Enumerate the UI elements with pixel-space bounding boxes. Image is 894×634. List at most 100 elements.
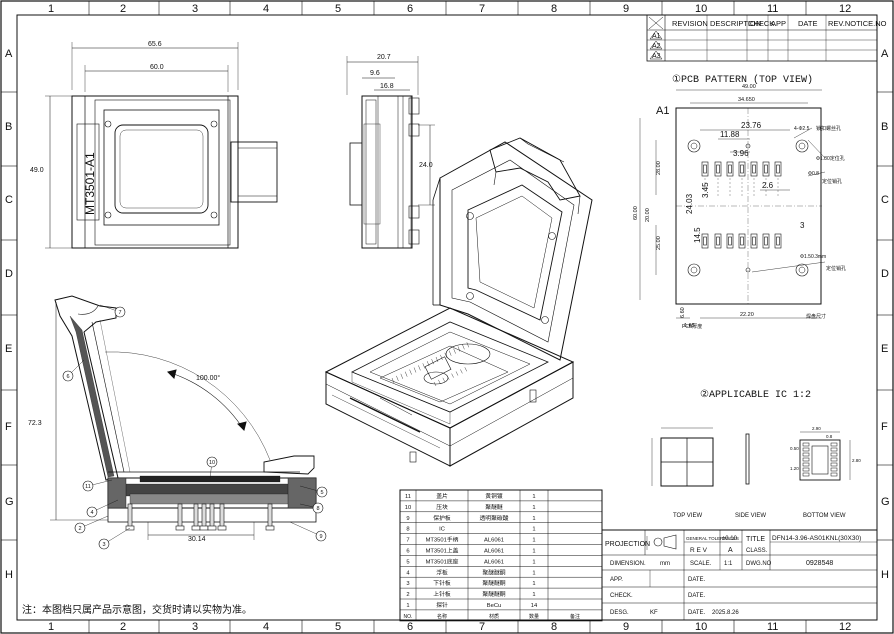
- ic-pad-right: [830, 462, 838, 467]
- bom-cell: 1: [532, 581, 535, 587]
- tb-tolerance: GENERAL TOLERANCES: [686, 536, 739, 541]
- bom-cell: AL6061: [484, 549, 504, 555]
- row-label-right: C: [881, 194, 889, 206]
- bom-cell: 9: [406, 516, 409, 522]
- balloon-number: 10: [209, 460, 215, 466]
- column-label-bottom: 2: [120, 621, 126, 633]
- pcb-pattern: [639, 89, 826, 319]
- row-label-right: A: [881, 48, 889, 60]
- row-label-left: E: [5, 343, 12, 355]
- bom-cell: 1: [532, 549, 535, 555]
- row-label-right: D: [881, 268, 889, 280]
- tb-class-label: CLASS.: [746, 548, 768, 554]
- bom-cell: 14: [531, 603, 538, 609]
- row-label-right: B: [881, 121, 888, 133]
- balloon-circle: [62, 370, 74, 382]
- iso-pin: [391, 377, 395, 384]
- bom-cell: MT3501底座: [426, 557, 459, 565]
- pcb-dim-6: 3: [800, 221, 805, 230]
- pcb-pad-bottom-inner: [764, 236, 768, 246]
- section-pin-foot: [265, 525, 275, 531]
- tb-dimension-label: DIMENSION.: [610, 561, 646, 567]
- iso-pin: [444, 352, 447, 358]
- pcb-dim-10: 3.45: [701, 182, 710, 198]
- rev-row-a3: A3: [652, 53, 661, 60]
- part-number-label: MT3501-A1: [83, 152, 97, 215]
- rev-header-date: DATE: [798, 19, 817, 28]
- pcb-note-6: 定位销孔: [826, 265, 846, 272]
- pcb-pin-a1: A1: [656, 105, 669, 117]
- bom-cell: 保护板: [433, 514, 451, 522]
- pcb-note-4: 定位销孔: [822, 178, 842, 185]
- side-dim-top: 20.7: [377, 54, 391, 61]
- pcb-pad-top: [738, 161, 746, 177]
- row-label-right: G: [881, 496, 890, 508]
- side-dim-height: 24.0: [419, 162, 433, 169]
- ic-pad-right: [830, 457, 838, 462]
- section-pin-foot: [199, 525, 209, 531]
- bom-cell: 1: [532, 559, 535, 565]
- pcb-pad-top: [714, 161, 722, 177]
- column-label-top: 12: [839, 3, 851, 15]
- pcb-dim-4: 3.96: [733, 149, 749, 158]
- pcb-pad-top: [750, 161, 758, 177]
- bom-cell: 11: [405, 494, 411, 500]
- iso-pin: [447, 375, 450, 380]
- iso-pin: [418, 365, 421, 371]
- pcb-pad-top: [726, 161, 734, 177]
- tb-dwg-value: 0928548: [806, 560, 833, 567]
- row-label-left: A: [5, 48, 13, 60]
- pcb-note-5: Φ1.50.3mm: [800, 254, 826, 260]
- iso-pin: [460, 369, 463, 374]
- balloon-leader: [289, 521, 322, 537]
- column-label-bottom: 12: [839, 621, 851, 633]
- side-dim-small: 16.8: [380, 83, 394, 90]
- pcb-dim-14: 22.20: [740, 312, 754, 318]
- column-label-top: 4: [263, 3, 269, 15]
- tb-rev-label: R E V: [690, 547, 708, 554]
- pcb-dim-1: 34.650: [738, 97, 755, 103]
- rev-row-a1: A1: [652, 33, 661, 40]
- iso-pin: [433, 381, 437, 387]
- ic-pad-left: [802, 447, 810, 452]
- section-angle: 100.00°: [196, 374, 220, 382]
- bom-cell: 聚醚醚酮: [482, 590, 505, 598]
- front-dim-height: 49.0: [30, 167, 44, 174]
- column-label-bottom: 8: [551, 621, 557, 633]
- ic-top-label: TOP VIEW: [673, 513, 702, 519]
- bom-cell: 上针板: [433, 590, 451, 598]
- bom-cell: 6: [406, 549, 409, 555]
- tb-date-label-3: DATE.: [688, 610, 706, 616]
- column-label-top: 5: [335, 3, 341, 15]
- pcb-pad-top-inner: [716, 164, 720, 174]
- tb-dwg-label: DWG.NO: [746, 561, 772, 567]
- bom-footer-cell: 数量: [529, 613, 539, 620]
- column-label-bottom: 5: [335, 621, 341, 633]
- pcb-pad-bottom-inner: [716, 236, 720, 246]
- pcb-pad-bottom: [701, 233, 709, 249]
- pcb-pad-bottom: [714, 233, 722, 249]
- pcb-pad-top-inner: [703, 164, 707, 174]
- balloon-number: 6: [66, 374, 69, 380]
- section-pin-foot: [175, 525, 185, 531]
- pcb-note-3: Φ0.8: [808, 171, 819, 177]
- section-pin-foot: [217, 525, 227, 531]
- iso-pin: [466, 342, 469, 348]
- tb-title-label: TITLE: [746, 536, 765, 543]
- pcb-pad-bottom-inner: [703, 236, 707, 246]
- pcb-dim-3: 11.88: [720, 130, 740, 139]
- iso-pin: [435, 356, 439, 363]
- bom-cell: 透明聚碳酸: [480, 514, 509, 522]
- iso-pin: [405, 371, 408, 377]
- pcb-dim-16: 1.65: [684, 323, 695, 329]
- pcb-dim-8: 14.5: [693, 227, 702, 243]
- bom-cell: 聚醚醚酮: [482, 579, 505, 587]
- pcb-dim-12: 20.00: [645, 208, 651, 222]
- rev-header-revision: REVISION: [672, 19, 708, 28]
- ic-pad-left: [802, 442, 810, 447]
- pcb-pad-top-inner: [752, 164, 756, 174]
- ic-pad-left: [802, 452, 810, 457]
- rev-header-app: APP: [771, 19, 786, 28]
- ic-side-view: [745, 433, 750, 485]
- revision-table: REVISION DESCRIPTION CHECK APP DATE REV.…: [646, 14, 887, 62]
